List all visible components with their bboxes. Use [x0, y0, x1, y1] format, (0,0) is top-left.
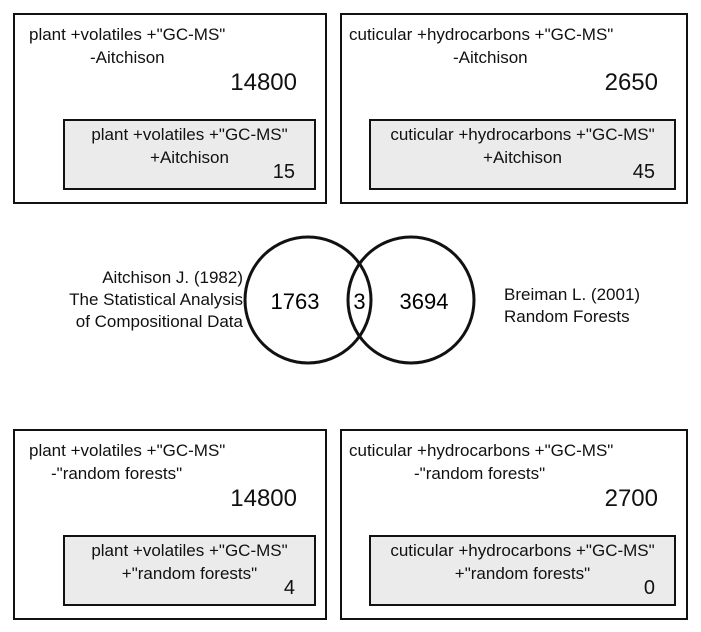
- inner-query-line2: +Aitchison: [150, 148, 229, 167]
- panel-cuticular-minus-random-forests: cuticular +hydrocarbons +"GC-MS" -"rando…: [340, 429, 688, 620]
- inner-query-line1: cuticular +hydrocarbons +"GC-MS": [390, 541, 655, 560]
- inner-box-plus-aitchison: cuticular +hydrocarbons +"GC-MS" +Aitchi…: [369, 119, 676, 190]
- venn-circle-aitchison: [243, 235, 373, 365]
- reference-aitchison: Aitchison J. (1982) The Statistical Anal…: [69, 267, 243, 333]
- panel-query-line2: -"random forests": [414, 464, 546, 483]
- venn-overlap-count: 3: [353, 289, 365, 314]
- inner-box-plus-aitchison: plant +volatiles +"GC-MS" +Aitchison 15: [63, 119, 316, 190]
- reference-line: Random Forests: [504, 307, 630, 326]
- reference-line: Aitchison J. (1982): [102, 268, 243, 287]
- inner-count: 0: [643, 577, 655, 599]
- panel-query-line1: cuticular +hydrocarbons +"GC-MS": [349, 25, 614, 44]
- panel-query-line1: cuticular +hydrocarbons +"GC-MS": [349, 441, 614, 460]
- inner-query-line1: plant +volatiles +"GC-MS": [91, 125, 288, 144]
- panel-plant-minus-aitchison: plant +volatiles +"GC-MS" -Aitchison 148…: [13, 13, 327, 204]
- panel-query-line2: -"random forests": [51, 464, 183, 483]
- venn-right-count: 3694: [400, 289, 449, 314]
- venn-left-count: 1763: [271, 289, 320, 314]
- panel-query-line2: -Aitchison: [90, 48, 165, 67]
- panel-count: 2650: [604, 69, 658, 96]
- venn-circle-random-forests: [346, 235, 476, 365]
- panel-count: 2700: [604, 485, 658, 512]
- reference-breiman: Breiman L. (2001) Random Forests: [504, 284, 640, 328]
- panel-count: 14800: [230, 485, 297, 512]
- inner-query-line2: +"random forests": [454, 564, 591, 583]
- inner-count: 15: [272, 161, 295, 183]
- inner-query-line1: plant +volatiles +"GC-MS": [91, 541, 288, 560]
- reference-line: of Compositional Data: [75, 312, 243, 331]
- inner-query-line1: cuticular +hydrocarbons +"GC-MS": [390, 125, 655, 144]
- venn-diagram: 1763 3 3694: [243, 235, 476, 365]
- inner-count: 4: [283, 577, 295, 599]
- reference-line: The Statistical Analysis: [69, 290, 243, 309]
- panel-query-line2: -Aitchison: [453, 48, 528, 67]
- inner-box-plus-random-forests: plant +volatiles +"GC-MS" +"random fores…: [63, 535, 316, 606]
- panel-count: 14800: [230, 69, 297, 96]
- inner-box-plus-random-forests: cuticular +hydrocarbons +"GC-MS" +"rando…: [369, 535, 676, 606]
- reference-line: Breiman L. (2001): [504, 285, 641, 304]
- panel-plant-minus-random-forests: plant +volatiles +"GC-MS" -"random fores…: [13, 429, 327, 620]
- inner-count: 45: [632, 161, 655, 183]
- inner-query-line2: +"random forests": [121, 564, 258, 583]
- panel-query-line1: plant +volatiles +"GC-MS": [29, 441, 226, 460]
- inner-query-line2: +Aitchison: [483, 148, 562, 167]
- panel-query-line1: plant +volatiles +"GC-MS": [29, 25, 226, 44]
- panel-cuticular-minus-aitchison: cuticular +hydrocarbons +"GC-MS" -Aitchi…: [340, 13, 688, 204]
